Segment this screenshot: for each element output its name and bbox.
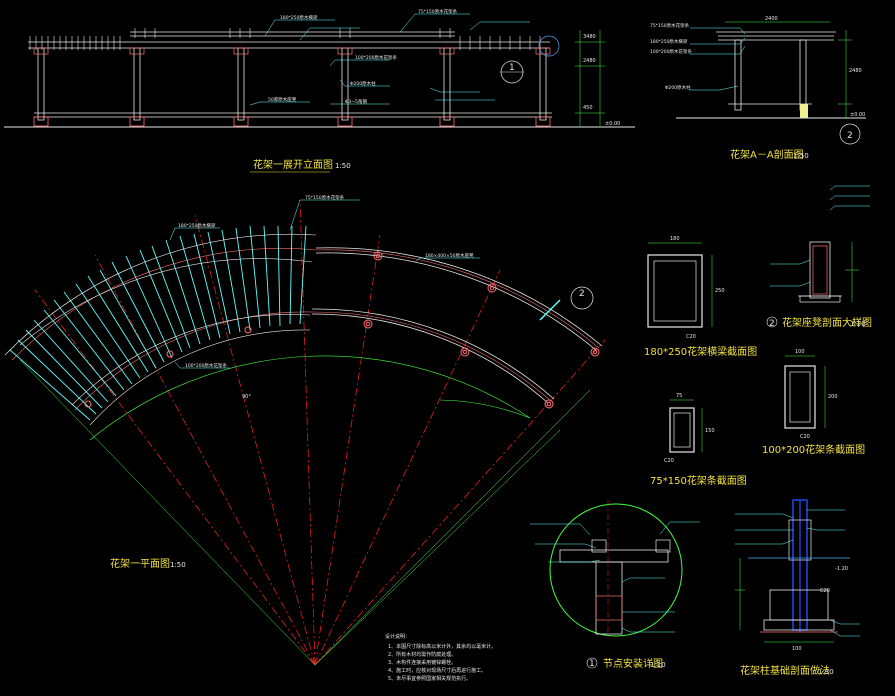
plan-leaders (169, 199, 480, 369)
beam-75x150-title: 75*150花架条截面图 (650, 474, 747, 487)
sec-label-a: 75*150原木花架条 (650, 22, 690, 29)
dim-c3: C20 (800, 434, 810, 440)
plan-mark-number: 2 (579, 289, 585, 299)
plan-green-radials (19, 359, 591, 666)
beam-180x250-section (647, 242, 713, 328)
plan-label-b: 180*250原木横梁 (178, 222, 216, 229)
dim-s1: 2400 (765, 16, 778, 22)
sec-label-c: 100*200原木花架条 (650, 48, 692, 55)
plan-arc-beams-red (11, 248, 600, 411)
sec-label-b: 180*250原木横梁 (650, 38, 688, 45)
dim-c2: 200 (828, 394, 838, 400)
node-detail-mark: 1 (589, 659, 595, 669)
beam-180x250-title: 180*250花架横梁截面图 (644, 345, 757, 358)
foundation-detail (735, 499, 860, 643)
view-titles: 花架一展开立面图 1:50 花架A－A剖面图 1:50 花架一平面图 1:50 … (110, 148, 872, 677)
elevation-leaders (249, 13, 530, 106)
design-notes: 设计说明： 1、本图尺寸除标高以米计外，其余均以毫米计。 2、所有木材均需作防腐… (385, 633, 496, 682)
elev-label-mid: 100*200原木花架条 (355, 54, 397, 61)
elevation-columns (37, 47, 547, 121)
section-structure (716, 31, 836, 111)
plan-section-cut (539, 299, 561, 321)
beam-75x150-section (669, 399, 703, 453)
dim-s3: ±0.00 (850, 112, 865, 118)
dim-e3: 450 (583, 105, 593, 111)
section-aa-scale: 1:50 (793, 152, 809, 160)
annotation-labels: 180*250原木横梁 75*150原木花架条 100*200原木花架条 Φ20… (178, 8, 692, 369)
dim-e2: 2480 (583, 58, 596, 64)
elevation-seat-bench (33, 112, 552, 127)
plan-columns (84, 251, 600, 409)
elevation-rafter-ends (29, 28, 541, 50)
column-base-detail (766, 185, 870, 328)
plan-rafters (9, 225, 307, 421)
plan-label-d: 180×400×50原木座凳 (425, 252, 474, 259)
elevation-mark-number: 1 (509, 63, 515, 73)
notes-line-5: 5、未尽事宜参照国家相关规范执行。 (388, 675, 471, 682)
elevation-brackets (33, 47, 551, 55)
section-aa-view (676, 21, 866, 145)
plan-scale: 1:50 (170, 561, 186, 569)
section-aa-title: 花架A－A剖面图 (730, 148, 804, 161)
elevation-scale: 1:50 (335, 162, 351, 170)
node-detail-title: 节点安装详图 (603, 657, 663, 670)
notes-line-2: 2、所有木材均需作防腐处理。 (388, 651, 456, 658)
column-base-mark: 2 (769, 319, 775, 329)
dim-e1: 3480 (583, 34, 596, 40)
elev-label-top-b: 75*150原木花架条 (418, 8, 458, 15)
dim-p1: 90° (242, 394, 251, 400)
dim-d3: C20 (664, 458, 674, 464)
elev-label-low-c: Φ3~5角钢 (345, 98, 368, 105)
node-detail (530, 500, 700, 640)
elevation-detail-callout (538, 35, 560, 57)
foundation-title: 花架柱基础剖面做法 (740, 664, 830, 677)
dimension-text: 3480 2480 450 ±0.00 2400 2480 ±0.00 90° … (242, 16, 865, 652)
dim-c1: 100 (795, 349, 805, 355)
dim-b3: C20 (686, 334, 696, 340)
plan-axis-lines (34, 199, 606, 666)
dim-f2: C20 (820, 588, 830, 594)
beam-100x200-title: 100*200花架条截面图 (762, 443, 865, 456)
column-base-scale: 1:20 (850, 320, 866, 328)
plan-arc-beams (311, 247, 603, 404)
sec-label-d: Φ200原木柱 (665, 84, 691, 91)
plan-label-a: 75*150原木花架条 (305, 194, 345, 201)
dim-d1: 75 (676, 393, 682, 399)
foundation-scale: 1:30 (818, 668, 834, 676)
notes-line-3: 3、木构件连接采用镀锌螺栓。 (388, 659, 456, 666)
section-footing-highlight (800, 104, 808, 118)
elev-label-top-a: 180*250原木横梁 (280, 14, 318, 21)
elev-label-low-b: 50厚原木座凳 (268, 96, 297, 103)
elevation-title: 花架一展开立面图 (253, 158, 333, 171)
plan-rafter-outlines (4, 234, 317, 426)
plan-label-c: 100*200原木花架条 (185, 362, 227, 369)
section-mark-circle (839, 123, 861, 145)
dim-s2: 2480 (849, 68, 862, 74)
dim-e4: ±0.00 (605, 121, 620, 127)
section-mark-numbers: 1 2 2 (509, 63, 853, 299)
section-mark-number: 2 (847, 131, 853, 141)
elevation-top-beam (28, 31, 550, 49)
elevation-dimension-lines (575, 30, 605, 126)
elev-label-low-a: Φ200原木柱 (350, 80, 376, 87)
plan-section-mark-circle (570, 286, 594, 310)
notes-heading: 设计说明： (385, 633, 410, 640)
dim-b2: 250 (715, 288, 725, 294)
beam-100x200-section (784, 355, 826, 429)
column-base-title: 花架座凳剖面大样图 (782, 316, 872, 329)
plan-dimension-arc (89, 355, 531, 441)
plan-title: 花架一平面图 (110, 557, 170, 570)
elevation-view (4, 13, 635, 128)
section-dims (725, 21, 852, 118)
dim-f3: 100 (792, 646, 802, 652)
dim-b1: 180 (670, 236, 680, 242)
section-leaders (690, 27, 746, 91)
dim-f1: -1.20 (835, 566, 848, 572)
notes-line-4: 4、施工时，应核对现场尺寸后再进行施工。 (388, 667, 486, 674)
notes-line-1: 1、本图尺寸除标高以米计外，其余均以毫米计。 (388, 643, 496, 650)
dim-d2: 150 (705, 428, 715, 434)
plan-view (4, 199, 606, 666)
node-detail-scale: 1:10 (650, 661, 666, 669)
